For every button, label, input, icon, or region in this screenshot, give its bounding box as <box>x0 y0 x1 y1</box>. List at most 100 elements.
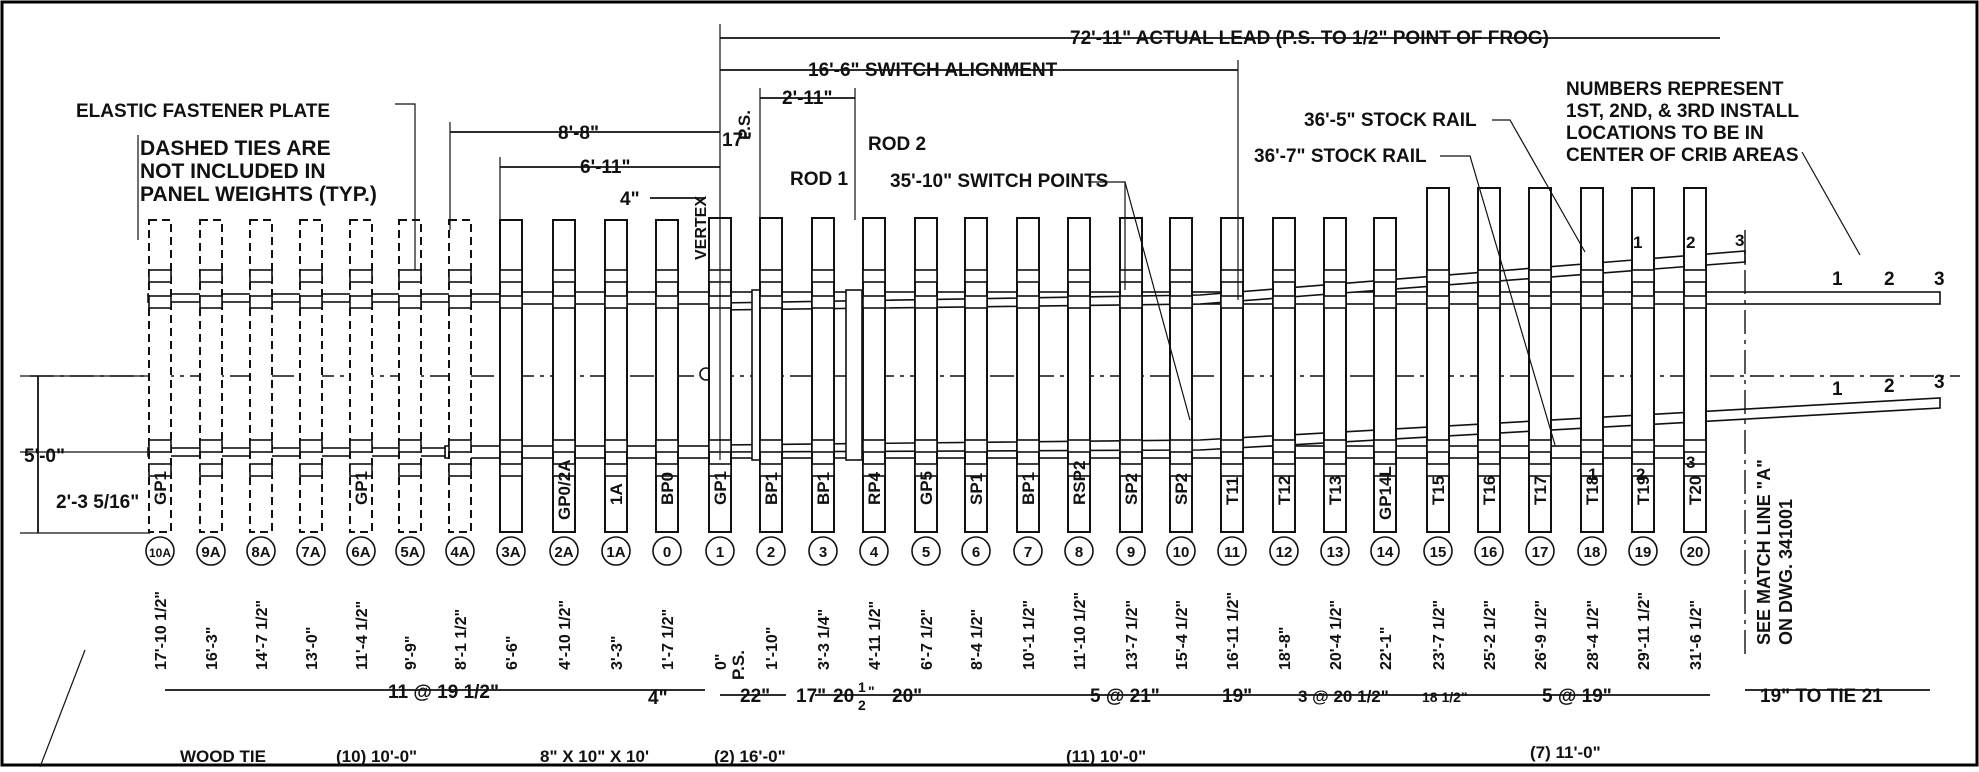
dim-20-inch: " <box>868 683 875 699</box>
tie-number: 8 <box>1075 544 1083 561</box>
tie-number-circle <box>1064 536 1094 566</box>
tie-plate <box>299 269 323 283</box>
tie-plate-label: GP1 <box>711 471 730 505</box>
tie-plate <box>604 463 628 477</box>
tie-plate-label: T18 <box>1583 476 1602 505</box>
tie-10A <box>145 219 175 566</box>
dim-2-3: 2'-3 5/16" <box>56 492 139 513</box>
tie-plate <box>1016 269 1040 283</box>
tie-number: 14 <box>1377 544 1394 561</box>
tie-plate <box>862 295 886 309</box>
numbers-note-line2: 1ST, 2ND, & 3RD INSTALL <box>1566 101 1799 122</box>
tie-plate <box>1631 295 1655 309</box>
tie-plate <box>604 295 628 309</box>
group-7-label: (7) 11'-0" <box>1530 743 1601 762</box>
tie-4 <box>859 217 889 566</box>
stock-rail-367-leader <box>1440 155 1556 446</box>
tie-plate <box>249 463 273 477</box>
tie-offset-label: 18'-8" <box>1277 627 1294 670</box>
tie-plate <box>1220 463 1244 477</box>
dim-19-tie21: 19" TO TIE 21 <box>1760 686 1883 707</box>
match-line-label-2: ON DWG. 341001 <box>1776 499 1796 645</box>
tie-number: 2A <box>554 544 573 561</box>
tie-plate <box>148 463 172 477</box>
tie-plate <box>1683 295 1707 309</box>
tie-plate <box>964 295 988 309</box>
switch-alignment-dim: 16'-6" SWITCH ALIGNMENT <box>808 60 1058 81</box>
tie-number: 12 <box>1276 544 1293 561</box>
tie-offset-label: 3'-3" <box>609 635 626 670</box>
tie-plate <box>1426 463 1450 477</box>
tie-plate <box>1528 269 1552 283</box>
dim-3-20: 3 @ 20 1/2" <box>1298 687 1389 706</box>
tie-plate <box>1426 295 1450 309</box>
tie-number-circle <box>705 536 735 566</box>
tie-plate-label: T17 <box>1531 476 1550 505</box>
tie-plate <box>349 295 373 309</box>
tie-offset-label: 9'-9" <box>403 635 420 670</box>
tie-number-circle <box>246 536 276 566</box>
tie-plate <box>1272 269 1296 283</box>
tie-plate-label: T12 <box>1275 476 1294 505</box>
tie-14 <box>1370 217 1400 566</box>
tie-offset-label: 8'-1 1/2" <box>453 609 470 670</box>
tie-number-circle <box>1269 536 1299 566</box>
tie-number: 5A <box>400 544 419 561</box>
tie-plate <box>1580 295 1604 309</box>
tie-offset-label: 8'-4 1/2" <box>969 609 986 670</box>
install-3-lower: 3 <box>1686 453 1695 472</box>
tie-plate <box>552 463 576 477</box>
tie-number: 11 <box>1224 544 1240 561</box>
tie-offset-label: 13'-7 1/2" <box>1124 600 1141 670</box>
dim-17: 17" <box>722 130 752 151</box>
tie-plate <box>499 439 523 453</box>
tie-plate <box>914 463 938 477</box>
tie-plate <box>1272 463 1296 477</box>
tie-16 <box>1474 187 1504 566</box>
tie-number-circle <box>1423 536 1453 566</box>
tie-plate <box>759 439 783 453</box>
tie-plate <box>1016 463 1040 477</box>
tie-plate <box>349 463 373 477</box>
tie-number: 7 <box>1024 544 1032 561</box>
tie-plate <box>1119 439 1143 453</box>
tie-3 <box>808 217 838 566</box>
tie-offset-label: 0" <box>713 654 730 670</box>
tie-15 <box>1423 187 1453 566</box>
tie-plate-label: SP2 <box>1172 473 1191 505</box>
tie-number-circle <box>859 536 889 566</box>
tie-plate <box>1119 463 1143 477</box>
tie-number-circle <box>549 536 579 566</box>
tie-plate <box>148 295 172 309</box>
tie-plate <box>199 463 223 477</box>
group-single-label: 8" X 10" X 10' <box>540 747 649 766</box>
tie-plate-label: T15 <box>1429 476 1448 505</box>
tie-number-circle <box>445 536 475 566</box>
tie-plate <box>1067 463 1091 477</box>
tie-plate <box>1272 439 1296 453</box>
tie-10 <box>1166 217 1196 566</box>
dim-5-0: 5'-0" <box>24 446 65 467</box>
tie-number: 4A <box>450 544 469 561</box>
tie-plate <box>655 463 679 477</box>
dim-20: 20" <box>892 686 922 707</box>
stock-rail-367-label: 36'-7" STOCK RAIL <box>1254 146 1427 167</box>
match-line-label-1: SEE MATCH LINE "A" <box>1754 459 1774 645</box>
tie-9 <box>1116 217 1146 566</box>
tie-plate <box>299 439 323 453</box>
dashed-ties-line3: PANEL WEIGHTS (TYP.) <box>140 183 377 206</box>
tie-offset-label: 28'-4 1/2" <box>1585 600 1602 670</box>
tie-plate <box>1067 269 1091 283</box>
tie-plate <box>1477 295 1501 309</box>
install-3-upper: 3 <box>1735 231 1744 250</box>
tie-plate <box>249 269 273 283</box>
tie-plate <box>499 295 523 309</box>
tie-plate <box>349 269 373 283</box>
tie-plate <box>349 439 373 453</box>
tie-plate <box>148 439 172 453</box>
tie-plate <box>1373 463 1397 477</box>
elastic-plate-label: ELASTIC FASTENER PLATE <box>76 101 330 122</box>
dim-20-whole: 20 <box>833 686 854 707</box>
tie-6A <box>346 219 376 566</box>
